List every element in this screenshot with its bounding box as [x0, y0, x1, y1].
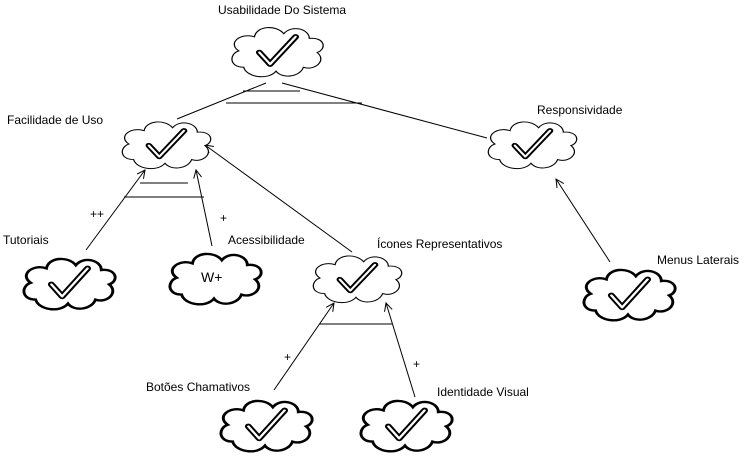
label-identidade: Identidade Visual	[437, 385, 529, 399]
label-usabilidade: Usabilidade Do Sistema	[218, 3, 346, 17]
check-icon-inner	[387, 409, 426, 440]
node-usabilidade[interactable]	[231, 27, 324, 78]
link-acessibilidade-to-facilidade	[196, 170, 213, 247]
weak-plus-label: W+	[201, 269, 222, 285]
label-responsividade: Responsividade	[537, 103, 623, 117]
label-botoes: Botões Chamativos	[146, 380, 250, 394]
link-icones-to-facilidade	[205, 145, 353, 253]
link-identidade-to-icones	[386, 303, 416, 398]
contribution-label-tutoriais: ++	[90, 207, 104, 221]
contribution-label-botoes: +	[284, 350, 291, 364]
node-botoes[interactable]	[219, 399, 314, 453]
node-identidade[interactable]	[359, 399, 454, 453]
check-icon-inner	[338, 263, 377, 292]
node-acessibilidade[interactable]	[168, 252, 263, 306]
node-tutoriais[interactable]	[22, 257, 117, 311]
link-responsividade-to-usabilidade	[281, 82, 488, 139]
label-menus: Menus Laterais	[657, 253, 739, 267]
cloud-shape	[168, 252, 263, 306]
links	[85, 82, 611, 398]
check-icon-inner	[258, 35, 297, 66]
node-menus[interactable]	[582, 268, 677, 322]
check-icon-inner	[147, 129, 186, 158]
node-facilidade[interactable]	[121, 121, 212, 170]
label-tutoriais: Tutoriais	[3, 233, 49, 247]
label-acessibilidade: Acessibilidade	[228, 233, 305, 247]
link-botoes-to-icones	[273, 303, 334, 391]
label-icones: Ícones Representativos	[377, 236, 502, 251]
contribution-label-acessibilidade: +	[220, 211, 227, 225]
check-icon-inner	[513, 129, 552, 158]
link-menus-to-responsividade	[556, 179, 611, 263]
node-responsividade[interactable]	[487, 121, 578, 170]
check-icon-inner	[247, 409, 286, 440]
label-facilidade: Facilidade de Uso	[7, 113, 103, 127]
check-icon-inner	[610, 278, 649, 309]
node-icones[interactable]	[312, 255, 403, 304]
contribution-label-identidade: +	[413, 357, 420, 371]
link-facilidade-to-usabilidade	[176, 82, 267, 120]
check-icon-inner	[50, 267, 89, 298]
link-tutoriais-to-facilidade	[85, 170, 145, 251]
